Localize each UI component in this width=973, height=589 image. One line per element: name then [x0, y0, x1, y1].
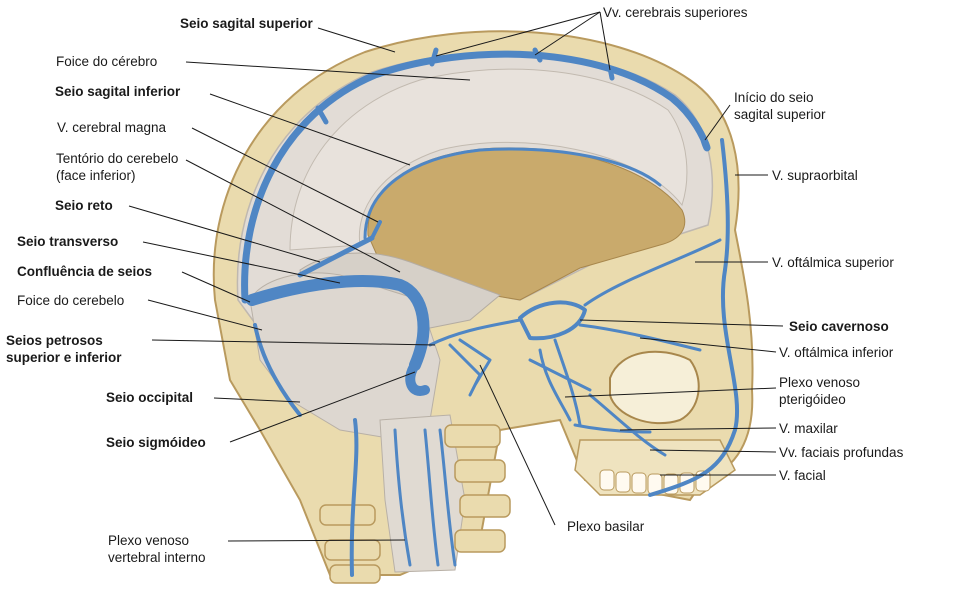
label-seio-reto: Seio reto [55, 198, 113, 213]
label-v-facial: V. facial [779, 468, 826, 483]
label-vv-faciais-profundas: Vv. faciais profundas [779, 445, 904, 460]
maxilla [574, 439, 736, 496]
label-plexo-venoso-pterigoideo: Plexo venoso pterigóideo [779, 374, 860, 408]
inferior-ophthalmic-vein [578, 323, 702, 352]
maxillary-vein [573, 423, 652, 434]
pterygoid-plexus [528, 338, 592, 427]
superior-cerebral-vein-4 [315, 105, 329, 125]
label-seio-sagital-inferior: Seio sagital inferior [55, 84, 181, 99]
label-inicio-do-seio-sagital-superior: Início do seio sagital superior [734, 89, 826, 123]
posterior-cranial-fossa [249, 272, 441, 441]
falx-cerebri [289, 68, 688, 251]
label-seio-transverso: Seio transverso [17, 234, 119, 249]
label-confluencia-de-seios: Confluência de seios [17, 264, 153, 279]
basilar-plexus [448, 338, 492, 397]
label-v-oftalmica-superior: V. oftálmica superior [772, 255, 894, 270]
label-seio-sagital-superior: Seio sagital superior [180, 16, 313, 31]
orbit [609, 350, 700, 425]
superior-cerebral-vein-1 [429, 47, 439, 67]
label-foice-do-cerebelo: Foice do cerebelo [17, 293, 125, 308]
label-seios-petrosos: Seios petrosos superior e inferior [6, 332, 122, 366]
label-plexo-vertebral-line2: vertebral interno [108, 550, 206, 565]
leader-lines [128, 11, 784, 542]
label-tentorio-do-cerebelo: Tentório do cerebelo (face inferior) [56, 150, 178, 184]
superior-ophthalmic-vein [583, 238, 722, 307]
label-plexo-vertebral-line1: Plexo venoso [108, 533, 190, 548]
transverse-sinus [246, 275, 430, 371]
inferior-sagittal-sinus [363, 147, 662, 240]
label-tentorio-line1: Tentório do cerebelo [56, 151, 179, 166]
label-v-oftalmica-inferior: V. oftálmica inferior [779, 345, 894, 360]
sigmoid-sinus [405, 360, 430, 396]
straight-sinus [297, 235, 375, 278]
occipital-sinus [253, 323, 302, 417]
label-plexo-pterigoideo-line2: pterigóideo [779, 392, 846, 407]
superior-cerebral-vein-2 [532, 47, 543, 63]
label-v-supraorbital: V. supraorbital [772, 168, 858, 183]
external-cervical-veins [349, 418, 359, 577]
cervical-vertebrae [319, 424, 511, 584]
label-vv-cerebrais-superiores: Vv. cerebrais superiores [603, 5, 748, 20]
internal-vertebral-plexus [393, 428, 457, 567]
label-seio-occipital: Seio occipital [106, 390, 194, 405]
label-inicio-line2: sagital superior [734, 107, 826, 122]
label-inicio-line1: Início do seio [734, 90, 814, 105]
label-foice-do-cerebro: Foice do cérebro [56, 54, 158, 69]
petrosal-sinuses [428, 318, 522, 347]
label-seios-petrosos-line2: superior e inferior [6, 350, 122, 365]
label-plexo-pterigoideo-line1: Plexo venoso [779, 375, 861, 390]
superior-sagittal-sinus [241, 50, 711, 304]
label-seio-cavernoso: Seio cavernoso [789, 319, 889, 334]
label-seio-sigmoideo: Seio sigmóideo [106, 435, 206, 450]
cavernous-sinus [518, 300, 587, 341]
label-seios-petrosos-line1: Seios petrosos [6, 333, 103, 348]
supraorbital-vein [720, 138, 730, 272]
venous-sinuses [241, 47, 740, 577]
label-tentorio-line2: (face inferior) [56, 168, 136, 183]
label-v-cerebral-magna: V. cerebral magna [57, 120, 167, 135]
facial-vein [648, 268, 740, 497]
label-v-maxilar: V. maxilar [779, 421, 838, 436]
label-plexo-basilar: Plexo basilar [567, 519, 645, 534]
great-cerebral-vein [370, 220, 382, 240]
label-plexo-venoso-vertebral-interno: Plexo venoso vertebral interno [108, 532, 206, 566]
